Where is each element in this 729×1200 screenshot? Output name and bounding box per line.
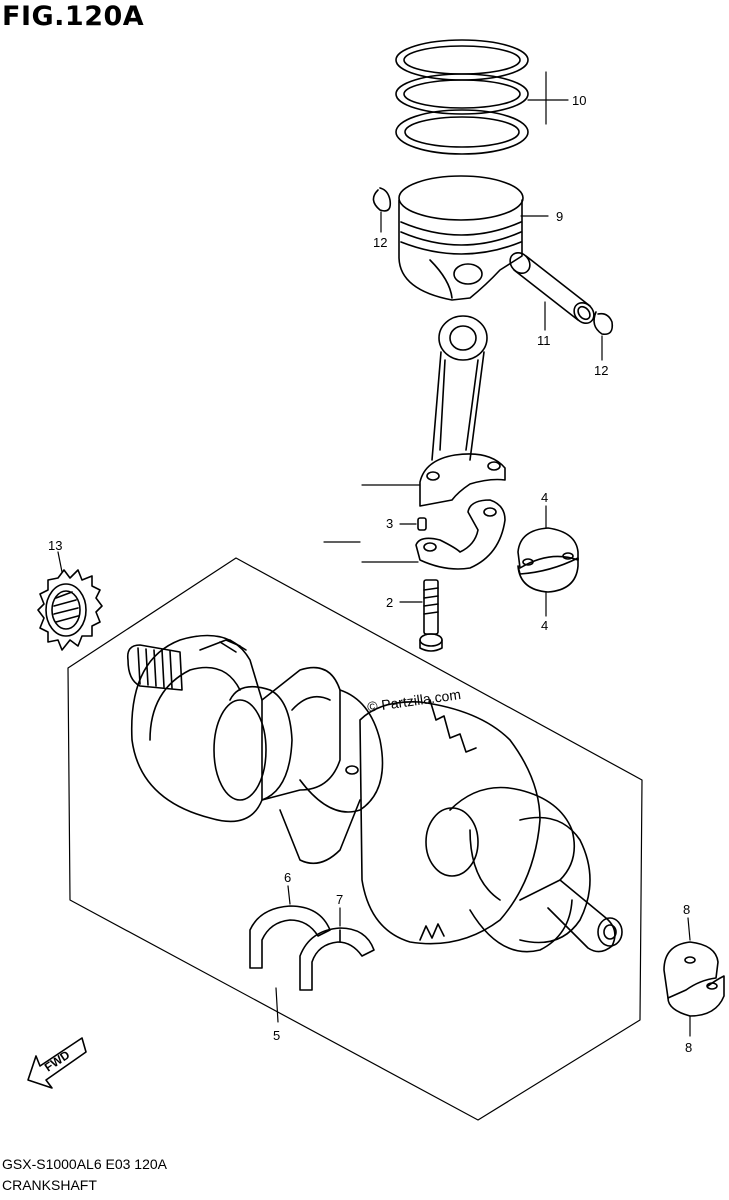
callout-4-bottom: 4 (541, 618, 548, 633)
callout-1-lower-leaders (323, 541, 419, 563)
figure-title: FIG.120A (2, 1, 145, 32)
callout-8-leaders (687, 917, 691, 1037)
callout-5-leader (275, 987, 279, 1023)
figure-name: CRANKSHAFT (2, 1177, 97, 1193)
rod-bolt[interactable] (419, 579, 443, 652)
connecting-rod[interactable] (419, 315, 506, 507)
piston-rings[interactable] (395, 39, 529, 155)
dowel-pin[interactable] (417, 517, 427, 531)
piston[interactable] (398, 175, 524, 301)
callout-2: 2 (386, 595, 393, 610)
callout-8-bottom: 8 (685, 1040, 692, 1055)
piston-pin-clip-left[interactable] (372, 187, 392, 212)
callout-9: 9 (556, 209, 563, 224)
fwd-arrow-icon (27, 1037, 87, 1089)
fwd-label: FWD (42, 1047, 73, 1074)
callout-10-leader (527, 71, 569, 125)
callout-5: 5 (273, 1028, 280, 1043)
callout-13-leader (57, 551, 63, 573)
piston-pin-clip-right[interactable] (593, 311, 614, 336)
thrust-bearing-7[interactable] (299, 927, 375, 991)
crank-sprocket[interactable] (37, 569, 103, 651)
figure-code: GSX-S1000AL6 E03 120A (2, 1156, 168, 1172)
callout-6: 6 (284, 870, 291, 885)
callout-12-right: 12 (594, 363, 608, 378)
callout-3: 3 (386, 516, 393, 531)
thrust-bearing-6[interactable] (249, 905, 331, 969)
callout-6-leader (287, 885, 291, 905)
conrod-bearing[interactable] (517, 527, 579, 593)
callout-13: 13 (48, 538, 62, 553)
callout-10: 10 (572, 93, 586, 108)
connecting-rod-cap[interactable] (415, 499, 506, 570)
callout-12-left: 12 (373, 235, 387, 250)
callout-4-top: 4 (541, 490, 548, 505)
assembly-boundary (67, 557, 643, 1121)
watermark: © Partzilla.com (366, 686, 462, 715)
piston-pin[interactable] (506, 249, 598, 327)
callout-8-top: 8 (683, 902, 690, 917)
callout-11: 11 (537, 333, 551, 348)
callout-7: 7 (336, 892, 343, 907)
crankshaft[interactable] (126, 634, 623, 953)
main-bearing[interactable] (663, 941, 725, 1017)
